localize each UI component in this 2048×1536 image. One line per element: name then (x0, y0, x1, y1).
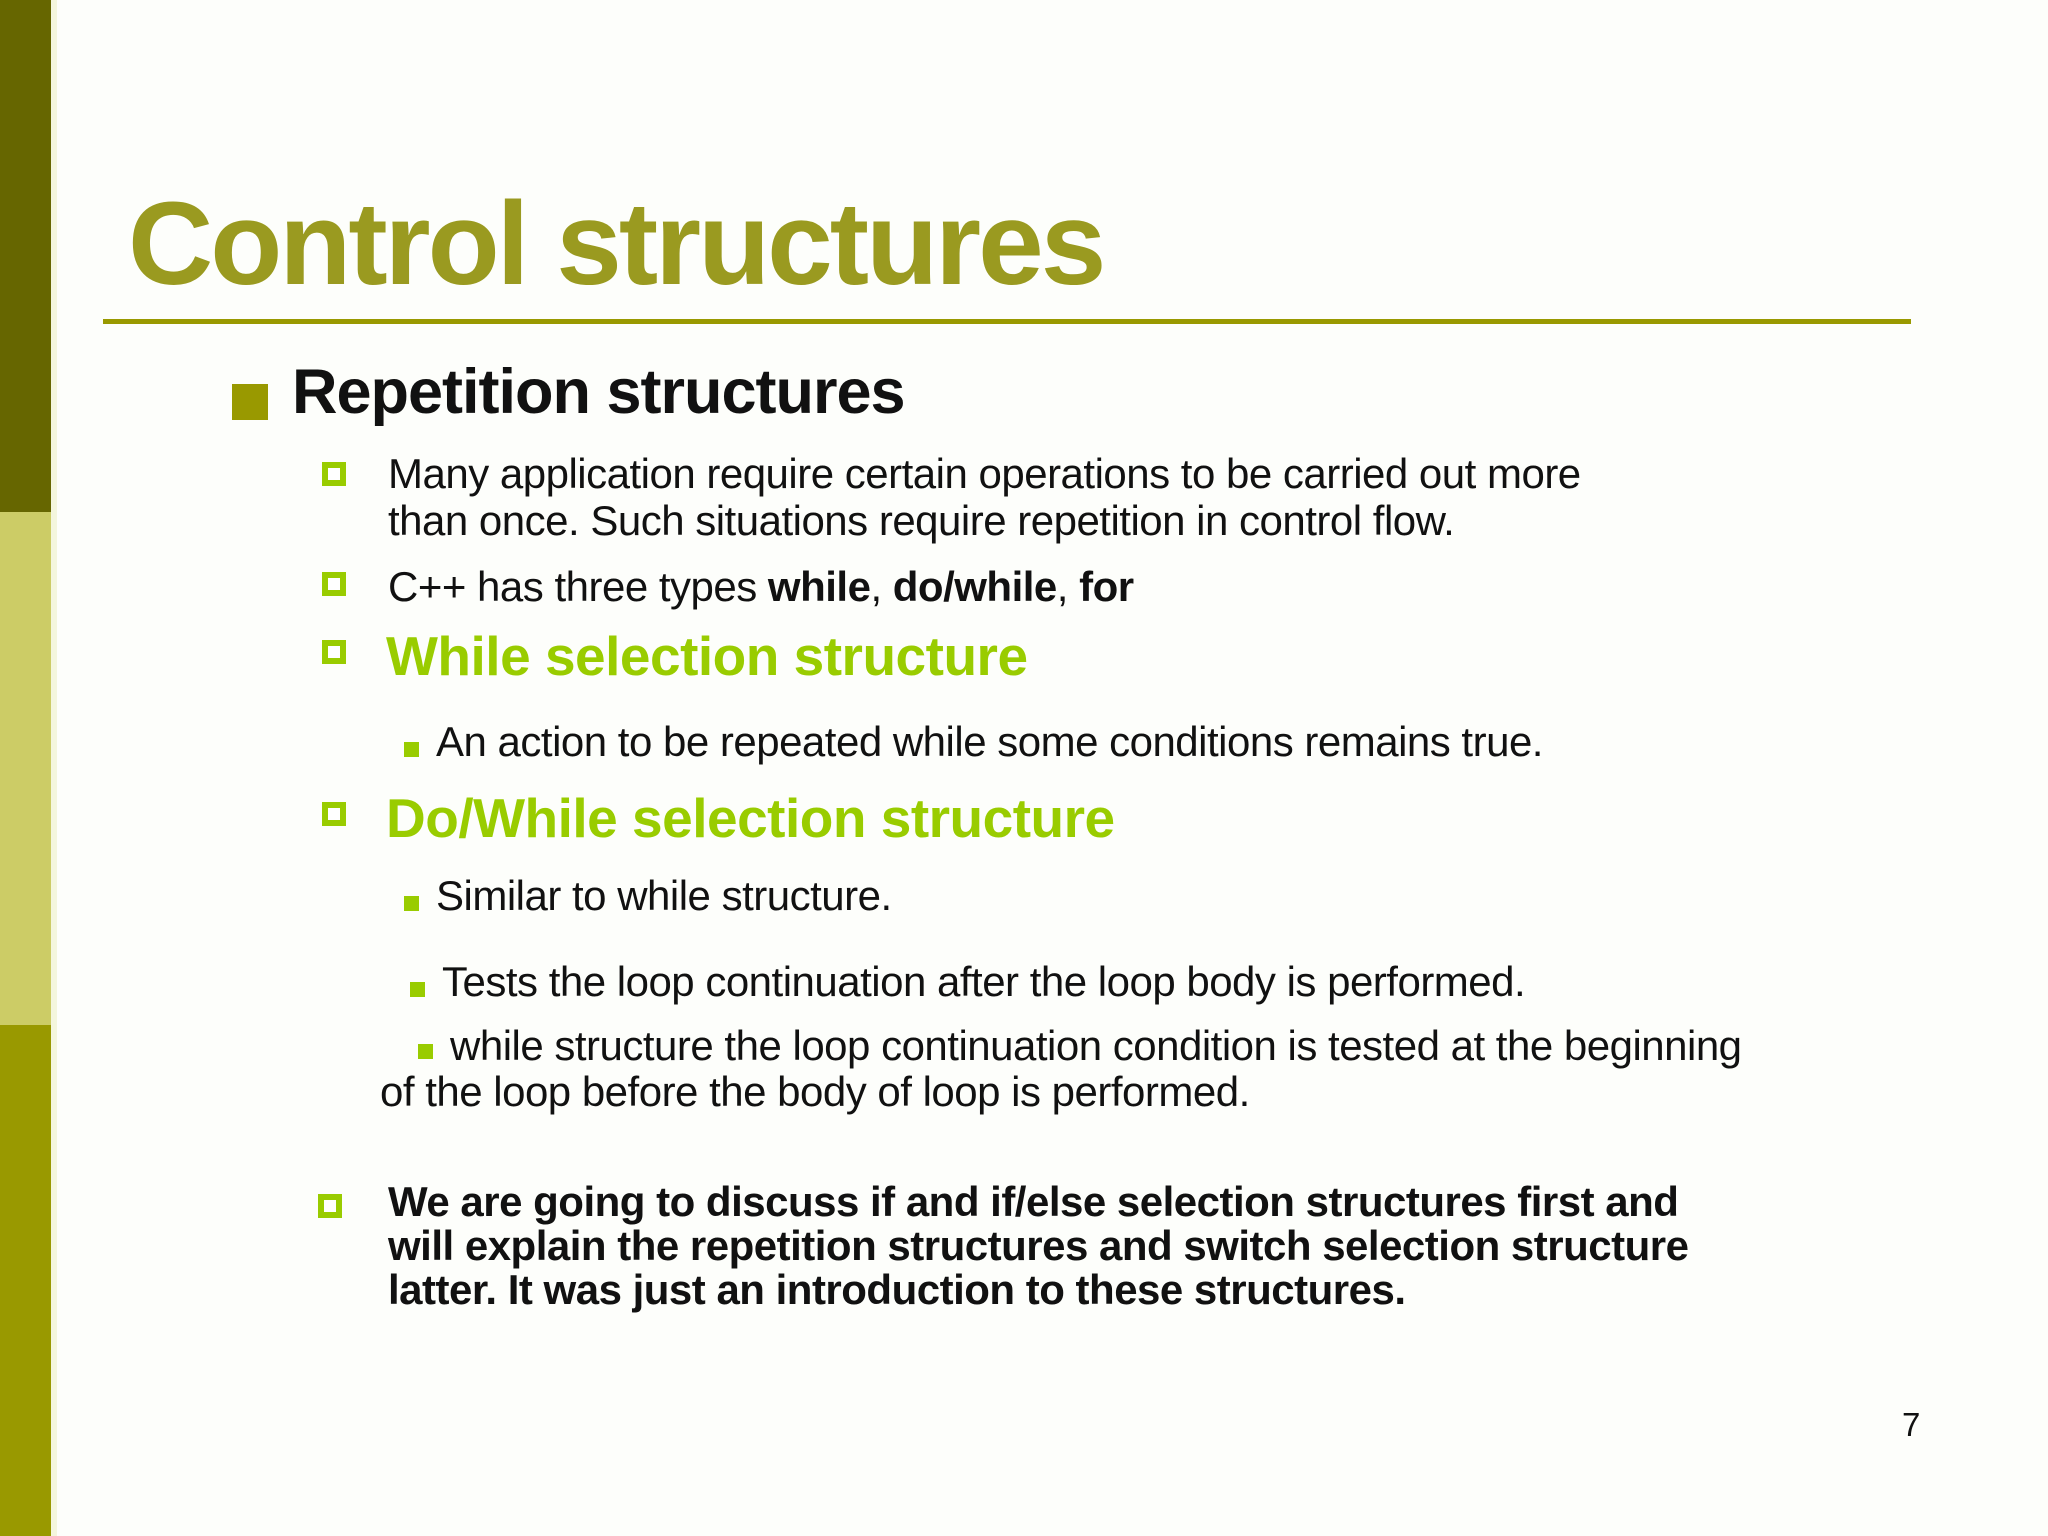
sidebar-band-medium (0, 1025, 51, 1536)
dowhile-point2: Tests the loop continuation after the lo… (442, 958, 1526, 1005)
types-dowhile: do/while (892, 563, 1058, 610)
small-square-bullet-icon (410, 982, 425, 997)
types-for: for (1079, 563, 1134, 610)
bullet-types: C++ has three types while, do/while, for (388, 563, 1134, 611)
bullet-many-line2: than once. Such situations require repet… (388, 497, 1455, 544)
types-sep1: , (870, 563, 893, 610)
sidebar-band-edge (51, 0, 57, 1536)
closing-line3: latter. It was just an introduction to t… (388, 1266, 1406, 1313)
types-prefix: C++ has three types (388, 563, 768, 610)
dowhile-heading: Do/While selection structure (386, 787, 1115, 849)
small-square-bullet-icon (404, 896, 419, 911)
hollow-square-bullet-icon (318, 1194, 342, 1218)
closing-line1: We are going to discuss if and if/else s… (388, 1178, 1679, 1225)
sidebar-band-dark (0, 0, 51, 512)
hollow-square-bullet-icon (322, 572, 346, 596)
dowhile-point3-line2: of the loop before the body of loop is p… (380, 1068, 1250, 1115)
hollow-square-bullet-icon (322, 802, 346, 826)
slide-title: Control structures (128, 178, 1106, 310)
while-point: An action to be repeated while some cond… (436, 718, 1543, 765)
while-heading: While selection structure (386, 625, 1028, 687)
bullet-many-line1: Many application require certain operati… (388, 450, 1581, 497)
small-square-bullet-icon (418, 1044, 433, 1059)
page-number: 7 (1902, 1406, 1921, 1443)
types-sep2: , (1056, 563, 1080, 610)
title-underline (103, 319, 1911, 324)
hollow-square-bullet-icon (322, 640, 346, 664)
section-heading: Repetition structures (292, 357, 906, 427)
dowhile-point1: Similar to while structure. (436, 872, 892, 919)
dowhile-point3-line1: while structure the loop continuation co… (450, 1022, 1742, 1069)
small-square-bullet-icon (404, 742, 419, 757)
closing-line2: will explain the repetition structures a… (388, 1222, 1689, 1269)
hollow-square-bullet-icon (322, 462, 346, 486)
types-while: while (767, 563, 871, 610)
filled-square-bullet-icon (232, 384, 268, 420)
sidebar-band-light (0, 512, 51, 1025)
